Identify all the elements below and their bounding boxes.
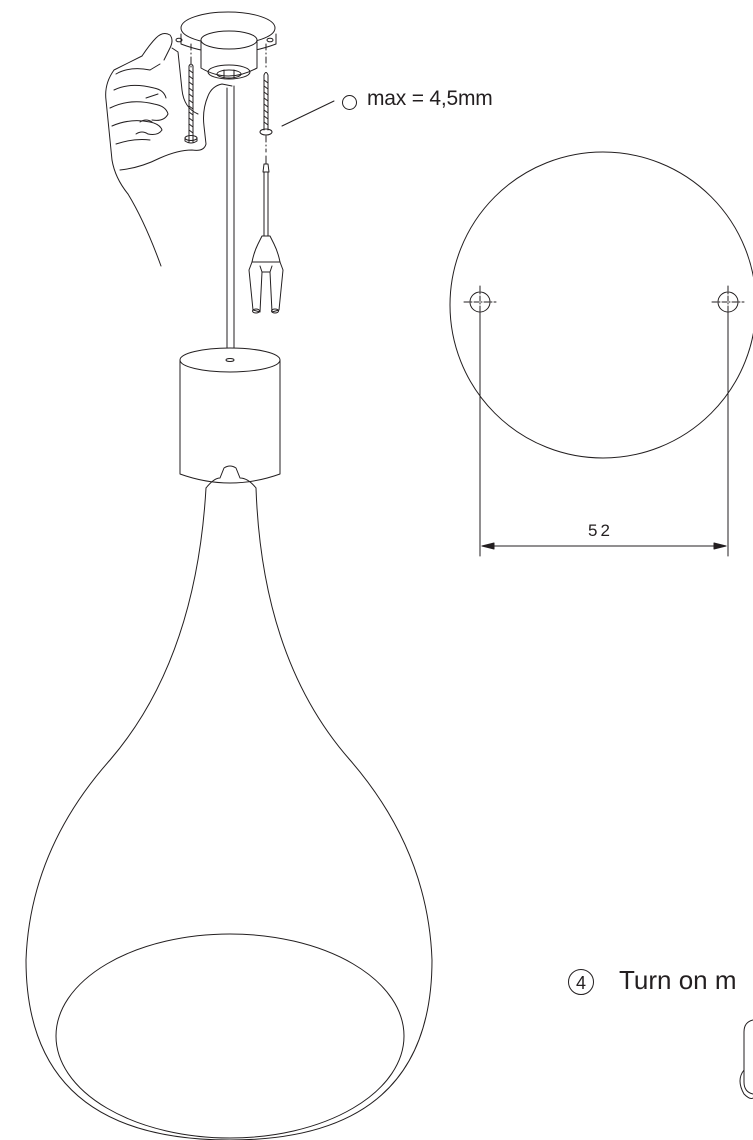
dimension-line: [479, 311, 729, 557]
template-circle: [449, 151, 753, 459]
hole-spacing-label: 52: [588, 521, 613, 540]
step-instruction: Turn on m: [619, 965, 737, 995]
diameter-circle-icon: [342, 95, 357, 110]
alignment-lines: [190, 43, 267, 71]
screw-right: [259, 72, 273, 153]
ceiling-canopy: [175, 11, 277, 80]
lamp-cap: [179, 347, 281, 484]
drilling-template: [449, 151, 753, 557]
suspension-rod: [226, 85, 235, 369]
lamp-shade: [25, 465, 433, 1140]
screwdriver: [248, 155, 284, 314]
step-number-badge: 4: [568, 969, 594, 995]
spec-leader-line: [281, 100, 335, 127]
screw-left: [184, 63, 198, 144]
screw-size-label: max = 4,5mm: [367, 87, 493, 110]
switch-illustration: [739, 1019, 753, 1099]
hand: [105, 33, 233, 267]
